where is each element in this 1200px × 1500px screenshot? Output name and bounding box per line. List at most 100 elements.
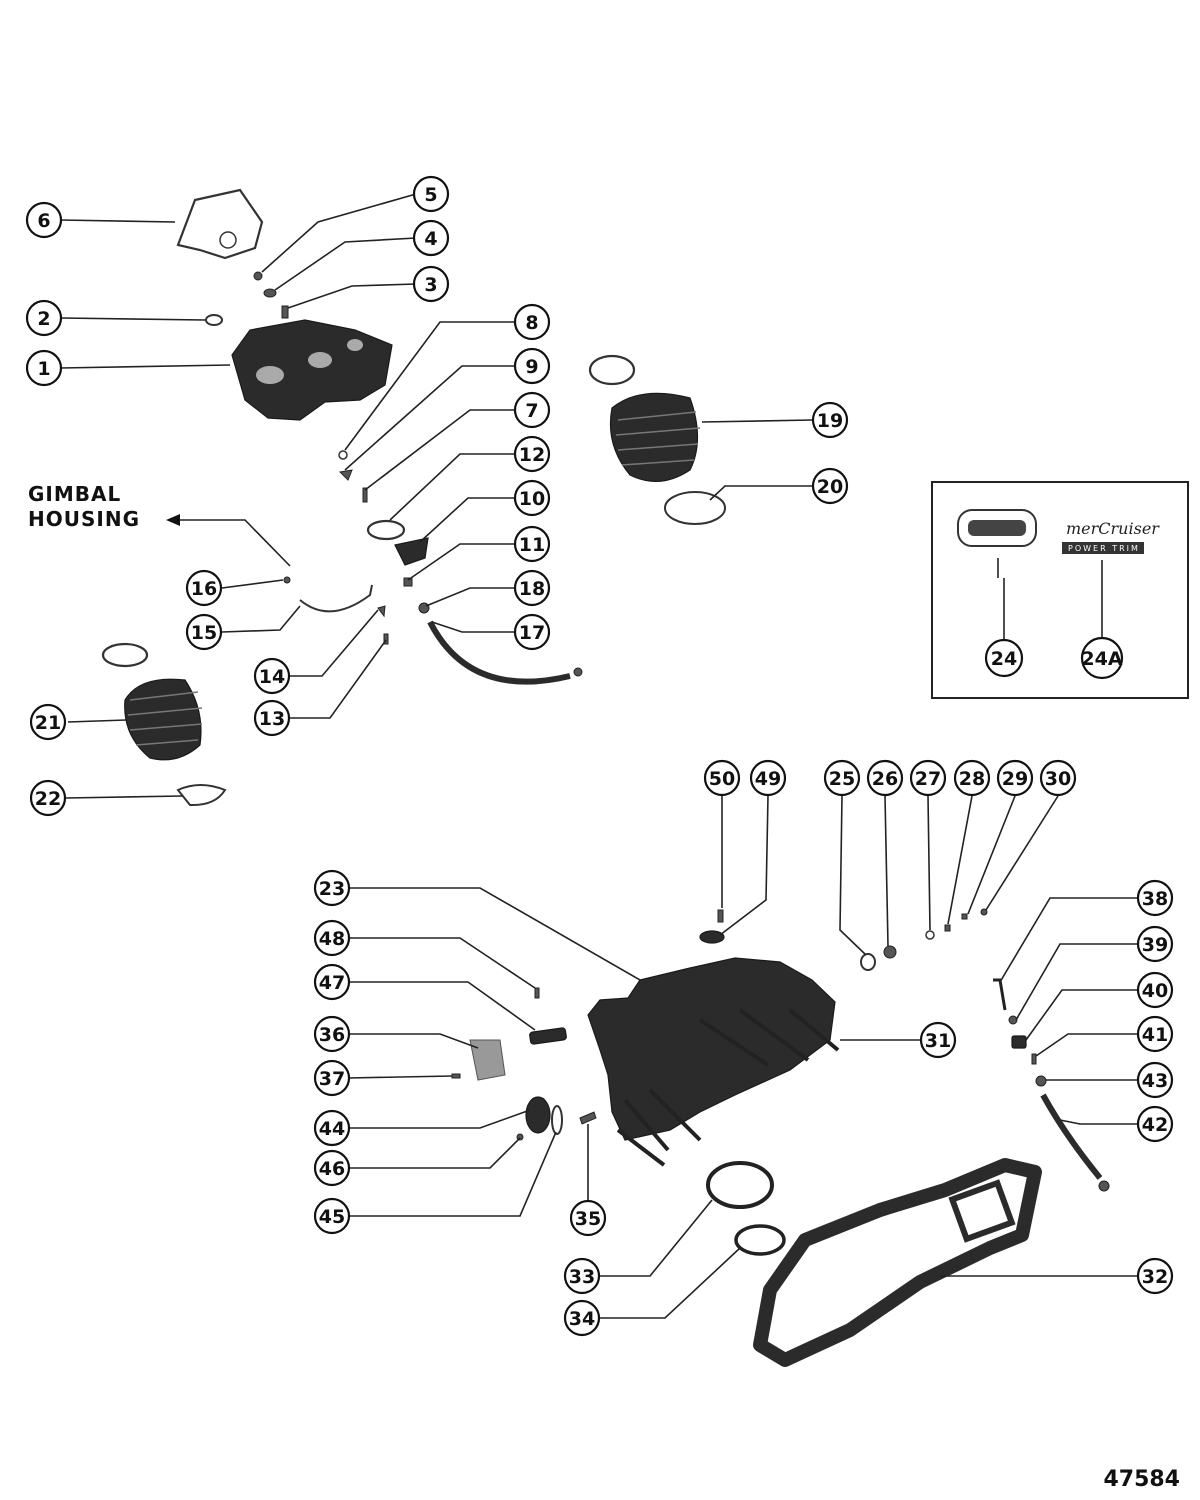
svg-text:11: 11 [519,534,545,556]
part-42-hose [1040,1093,1103,1180]
part-48-pin [534,987,540,999]
svg-text:15: 15 [191,622,217,644]
svg-text:42: 42 [1142,1114,1168,1136]
part-45-ring [551,1105,563,1135]
decal-logo-2-bar [1062,542,1144,554]
callout-43: 43 [1136,1061,1174,1099]
callout-7: 7 [513,391,551,429]
part-17-hose [427,620,571,685]
svg-text:50: 50 [709,768,735,790]
part-34-oring-small [734,1224,786,1256]
callout-21: 21 [29,703,67,741]
part-11-fitting [403,577,413,587]
part-1-hole-a [256,366,284,384]
callout-15: 15 [185,613,223,651]
part-40-bushing [1011,1035,1027,1049]
svg-text:36: 36 [319,1024,345,1046]
callouts-layer: 6 5 4 3 2 1 8 9 7 12 10 11 18 17 19 20 1… [25,175,1174,1337]
svg-text:24A: 24A [1081,648,1122,670]
svg-text:3: 3 [424,274,437,296]
part-41-pin [1031,1053,1037,1065]
part-19-bellows [609,392,699,483]
svg-text:46: 46 [319,1158,345,1180]
part-5-nut [253,271,263,281]
callout-2: 2 [25,299,63,337]
callout-35: 35 [569,1199,607,1237]
callout-39: 39 [1136,925,1174,963]
part-43-nut [1035,1075,1047,1087]
callout-47: 47 [313,963,351,1001]
callout-41: 41 [1136,1015,1174,1053]
drawing-number: 47584 [1103,1467,1180,1492]
svg-text:21: 21 [35,712,61,734]
svg-text:17: 17 [519,622,545,644]
callout-19: 19 [811,401,849,439]
callout-23: 23 [313,869,351,907]
gimbal-arrow-head [166,514,180,526]
decal-logo-1 [957,509,1037,547]
part-29-pin [961,913,968,920]
svg-text:23: 23 [319,878,345,900]
svg-text:31: 31 [925,1030,951,1052]
callout-48: 48 [313,919,351,957]
part-6-gasket-hole [219,231,237,249]
part-44-pulley [525,1096,551,1134]
svg-text:16: 16 [191,578,217,600]
decal-inset: merCruiser POWER TRIM [931,481,1189,699]
callout-37: 37 [313,1059,351,1097]
callout-42: 42 [1136,1105,1174,1143]
part-14-clip [377,605,386,618]
svg-text:30: 30 [1045,768,1071,790]
part-37-screw [451,1073,461,1079]
gimbal-label-line2: HOUSING [28,507,140,531]
callout-40: 40 [1136,971,1174,1009]
svg-text:18: 18 [519,578,545,600]
callout-34: 34 [563,1299,601,1337]
part-10-elbow [394,537,429,566]
callout-44: 44 [313,1109,351,1147]
part-4-washer [263,288,277,298]
svg-text:39: 39 [1142,934,1168,956]
callout-30: 30 [1039,759,1077,797]
part-9-clip [338,469,353,481]
svg-text:37: 37 [319,1068,345,1090]
part-39-washer [1008,1015,1018,1025]
callout-32: 32 [1136,1257,1174,1295]
callout-20: 20 [811,467,849,505]
svg-text:12: 12 [519,444,545,466]
callout-5: 5 [412,175,450,213]
callout-29: 29 [996,759,1034,797]
svg-text:9: 9 [525,356,538,378]
svg-text:40: 40 [1142,980,1168,1002]
callout-36: 36 [313,1015,351,1053]
svg-text:4: 4 [424,228,437,250]
callout-18: 18 [513,569,551,607]
part-32-gasket [753,1158,1042,1367]
part-30-nut [980,908,988,916]
callout-25: 25 [823,759,861,797]
svg-text:41: 41 [1142,1024,1168,1046]
callout-14: 14 [253,657,291,695]
svg-text:48: 48 [319,928,345,950]
part-23-main-plate [587,957,836,1141]
callout-3: 3 [412,265,450,303]
part-21-bellows [124,678,202,761]
part-27-ring [925,930,935,940]
part-17-hose-end [573,667,583,677]
svg-text:1: 1 [37,358,50,380]
part-1-housing [231,319,393,421]
callout-50: 50 [703,759,741,797]
svg-text:32: 32 [1142,1266,1168,1288]
svg-text:14: 14 [259,666,285,688]
part-8-ring [338,450,348,460]
part-21-clamp-top [101,642,149,668]
gimbal-label-line1: GIMBAL [28,482,121,506]
part-3-stud [281,305,289,319]
svg-text:27: 27 [915,768,941,790]
svg-text:28: 28 [959,768,985,790]
decal-logo-2-word: merCruiser [1066,519,1160,538]
callout-28: 28 [953,759,991,797]
part-18-nut [418,602,430,614]
svg-text:22: 22 [35,788,61,810]
callout-45: 45 [313,1197,351,1235]
